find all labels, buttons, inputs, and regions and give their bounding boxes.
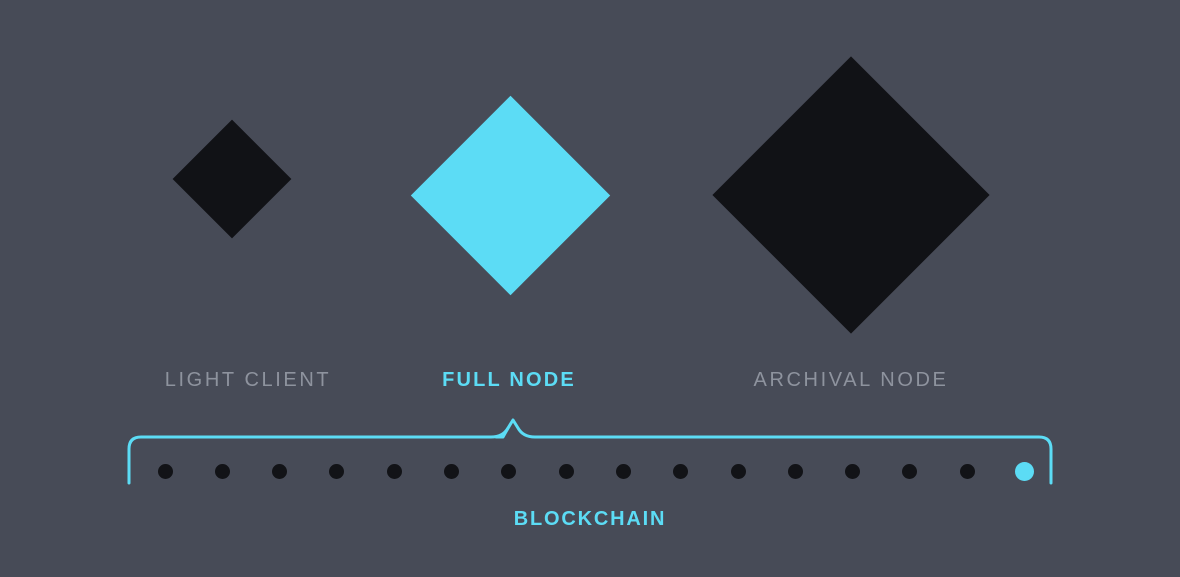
blockchain-block[interactable] xyxy=(787,463,803,479)
blockchain-block[interactable] xyxy=(501,463,517,479)
blockchain-block[interactable] xyxy=(902,463,918,479)
node-shape-archival-node[interactable] xyxy=(712,56,990,334)
blockchain-brace-icon xyxy=(127,418,1053,485)
blockchain-block[interactable] xyxy=(157,463,173,479)
node-label-full-node: FULL NODE xyxy=(442,369,576,391)
node-shape-light-client[interactable] xyxy=(172,119,292,239)
blockchain-block[interactable] xyxy=(845,463,861,479)
blockchain-block[interactable] xyxy=(673,463,689,479)
blockchain-block[interactable] xyxy=(558,463,574,479)
blockchain-block[interactable] xyxy=(272,463,288,479)
node-label-archival-node: ARCHIVAL NODE xyxy=(753,369,949,391)
blockchain-block[interactable] xyxy=(615,463,631,479)
blockchain-caption: BLOCKCHAIN xyxy=(513,508,667,530)
node-label-light-client: LIGHT CLIENT xyxy=(164,369,332,391)
blockchain-block[interactable] xyxy=(214,463,230,479)
blockchain-block[interactable] xyxy=(730,463,746,479)
node-shape-full-node[interactable] xyxy=(410,95,611,296)
blockchain-block[interactable] xyxy=(386,463,402,479)
blockchain-block[interactable] xyxy=(444,463,459,479)
blockchain-block-current[interactable] xyxy=(1015,461,1034,481)
blockchain-block[interactable] xyxy=(329,463,345,479)
blockchain-block[interactable] xyxy=(959,463,975,479)
